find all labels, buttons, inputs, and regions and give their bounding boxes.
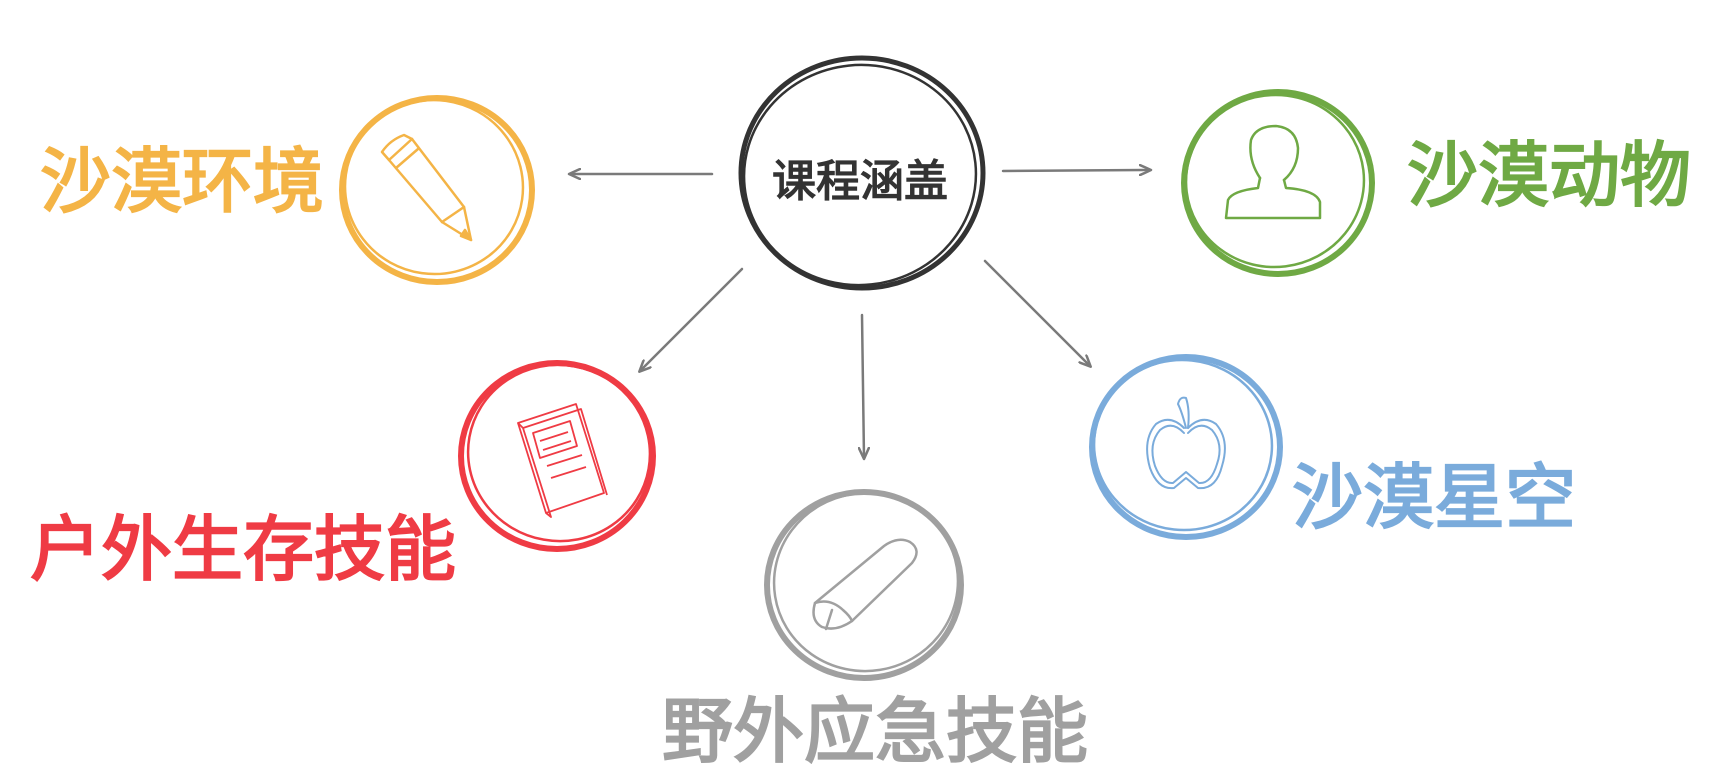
topic-desert-animals: 沙漠动物	[1181, 89, 1691, 277]
outdoor-survival-label: 户外生存技能	[30, 508, 456, 591]
desert-animals-circle-sketch	[1184, 93, 1366, 269]
book-icon	[517, 403, 608, 518]
apple-icon	[1146, 396, 1226, 490]
center-node: 课程涵盖	[738, 55, 986, 291]
person-icon	[1224, 124, 1322, 220]
eraser-icon	[812, 538, 918, 631]
desert-stars-label: 沙漠星空	[1292, 456, 1576, 539]
center-circle	[738, 55, 986, 291]
desert-animals-circle	[1181, 89, 1375, 277]
arrow-to-outdoor-survival	[640, 267, 744, 371]
center-label: 课程涵盖	[772, 156, 948, 207]
desert-environment-circle-sketch	[343, 98, 525, 276]
outdoor-survival-circle	[458, 360, 656, 552]
outdoor-survival-circle-sketch	[466, 363, 652, 543]
topic-outdoor-survival: 户外生存技能	[30, 360, 656, 591]
arrow-to-desert-stars	[983, 259, 1090, 366]
wild-emergency-circle-sketch	[772, 491, 960, 673]
arrow-to-desert-animals	[1001, 170, 1150, 171]
desert-animals-label: 沙漠动物	[1407, 134, 1691, 217]
topic-desert-environment: 沙漠环境	[40, 95, 535, 285]
desert-environment-label: 沙漠环境	[40, 140, 324, 223]
connector-arrows	[570, 170, 1150, 458]
desert-stars-circle	[1089, 354, 1283, 540]
arrow-to-wild-emergency	[862, 313, 864, 458]
topic-desert-stars: 沙漠星空	[1089, 354, 1576, 540]
desert-stars-circle-sketch	[1092, 358, 1274, 532]
topic-wild-emergency: 野外应急技能	[662, 489, 1088, 773]
pencil-icon	[380, 133, 473, 242]
center-circle-sketch	[742, 63, 978, 287]
wild-emergency-label: 野外应急技能	[662, 690, 1088, 773]
